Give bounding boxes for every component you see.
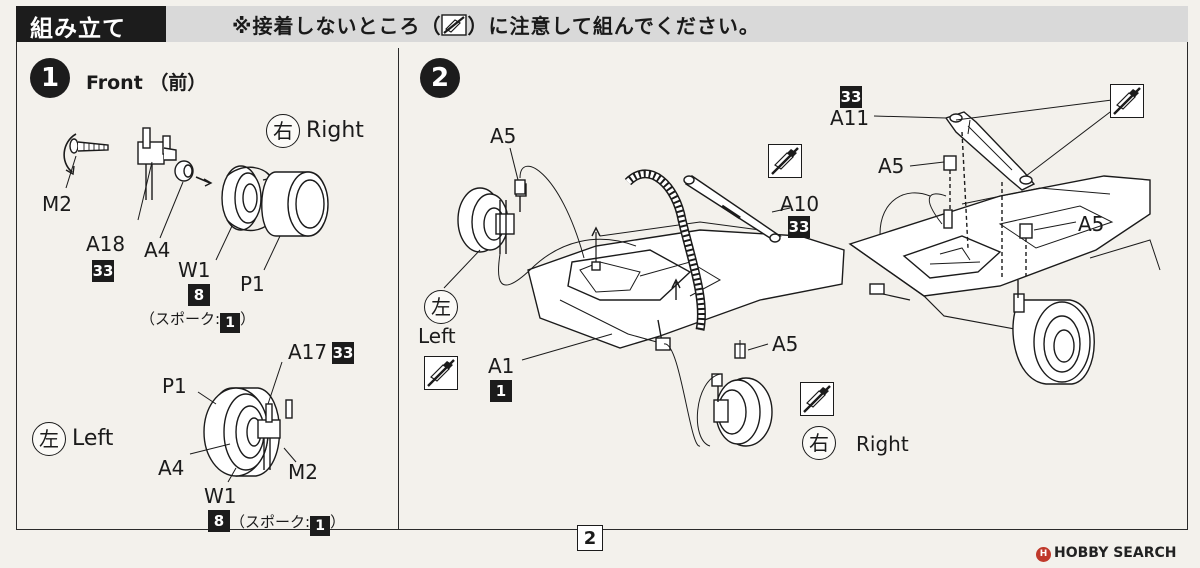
part-a1-badge: 1 — [490, 380, 512, 402]
left-label-step1: Left — [72, 426, 114, 451]
part-w1-badge-top: 8 — [188, 284, 210, 306]
right-kanji: 右 — [266, 114, 300, 148]
rotate-arrow-icon — [63, 133, 77, 176]
tire-p1-top — [261, 171, 329, 271]
washer-a4-top — [159, 160, 213, 239]
part-a17: A17 — [288, 340, 328, 364]
part-a11-badge: 33 — [840, 86, 862, 108]
part-m2-bottom: M2 — [288, 460, 318, 484]
part-a5-frame-left: A5 — [878, 154, 905, 178]
part-a10: A10 — [780, 192, 820, 216]
part-a1: A1 — [488, 354, 515, 378]
left-wheel-assembly — [189, 361, 297, 483]
chassis-frame-view — [848, 99, 1161, 385]
part-w1-top: W1 — [178, 258, 211, 282]
watermark-text: HOBBY SEARCH — [1054, 545, 1177, 561]
spoke-suffix-top: ） — [240, 310, 256, 328]
spacer-a5-top — [514, 179, 526, 195]
part-w1-bottom: W1 — [204, 484, 237, 508]
right-wheel-step2 — [663, 340, 773, 447]
page-title: 組み立て — [30, 16, 126, 42]
spoke-badge-top: 1 — [220, 313, 241, 333]
header-note-prefix: ※接着しないところ（ — [232, 14, 442, 38]
no-glue-icon-a11 — [1110, 84, 1144, 118]
watermark-logo: H — [1036, 547, 1051, 562]
right-label-step2: Right — [856, 432, 909, 456]
part-a18-badge: 33 — [92, 260, 114, 282]
header-note: ※接着しないところ（ ）に注意して組んでください。 — [232, 10, 760, 39]
step-divider — [398, 48, 399, 530]
spoke-badge-bottom: 1 — [310, 516, 331, 536]
part-a4-top: A4 — [144, 238, 171, 262]
part-p1-top: P1 — [240, 272, 265, 296]
part-a5-frame-right: A5 — [1078, 212, 1105, 236]
spoke-prefix-bottom: （スポーク: — [230, 513, 311, 531]
part-m2-top: M2 — [42, 192, 72, 216]
header-bar — [16, 6, 1188, 42]
part-a5-top: A5 — [490, 124, 517, 148]
part-a10-badge: 33 — [788, 216, 810, 238]
part-a10-bar — [683, 175, 791, 243]
no-glue-icon-left — [424, 356, 458, 390]
header-note-suffix: ）に注意して組んでください。 — [467, 14, 760, 38]
no-glue-icon-a10 — [768, 144, 802, 178]
step-number-2: 2 — [420, 58, 460, 98]
page-number: 2 — [577, 525, 603, 551]
screw-m2-top — [69, 138, 109, 154]
part-w1-badge-bottom: 8 — [208, 510, 230, 532]
part-a17-badge: 33 — [332, 342, 354, 364]
spoke-suffix-bottom: ） — [330, 513, 346, 531]
step-number-1: 1 — [30, 58, 70, 98]
left-kanji-step2: 左 — [424, 290, 458, 324]
no-glue-icon-right — [800, 382, 834, 416]
part-a18: A18 — [86, 232, 126, 256]
part-p1-bottom: P1 — [162, 374, 187, 398]
left-kanji-step1: 左 — [32, 422, 66, 456]
chassis-a1 — [527, 221, 845, 351]
spoke-prefix-top: （スポーク: — [140, 310, 221, 328]
wheel-w1-top — [215, 165, 274, 261]
left-label-step2: Left — [418, 324, 456, 348]
header-title-box — [16, 6, 166, 42]
spoke-note-top: （スポーク:1） — [140, 308, 255, 333]
right-kanji-step2: 右 — [802, 426, 836, 460]
part-a11: A11 — [830, 106, 870, 130]
spoke-note-bottom: （スポーク:1） — [230, 511, 345, 536]
part-a4-bottom: A4 — [158, 456, 185, 480]
upright-a18 — [137, 127, 177, 221]
no-glue-icon — [441, 14, 468, 36]
right-label: Right — [306, 118, 364, 143]
left-wheel-step2 — [443, 165, 637, 289]
part-a5-lower: A5 — [772, 332, 799, 356]
drive-belt — [624, 169, 706, 331]
step1-front-label: Front （前） — [86, 72, 207, 94]
